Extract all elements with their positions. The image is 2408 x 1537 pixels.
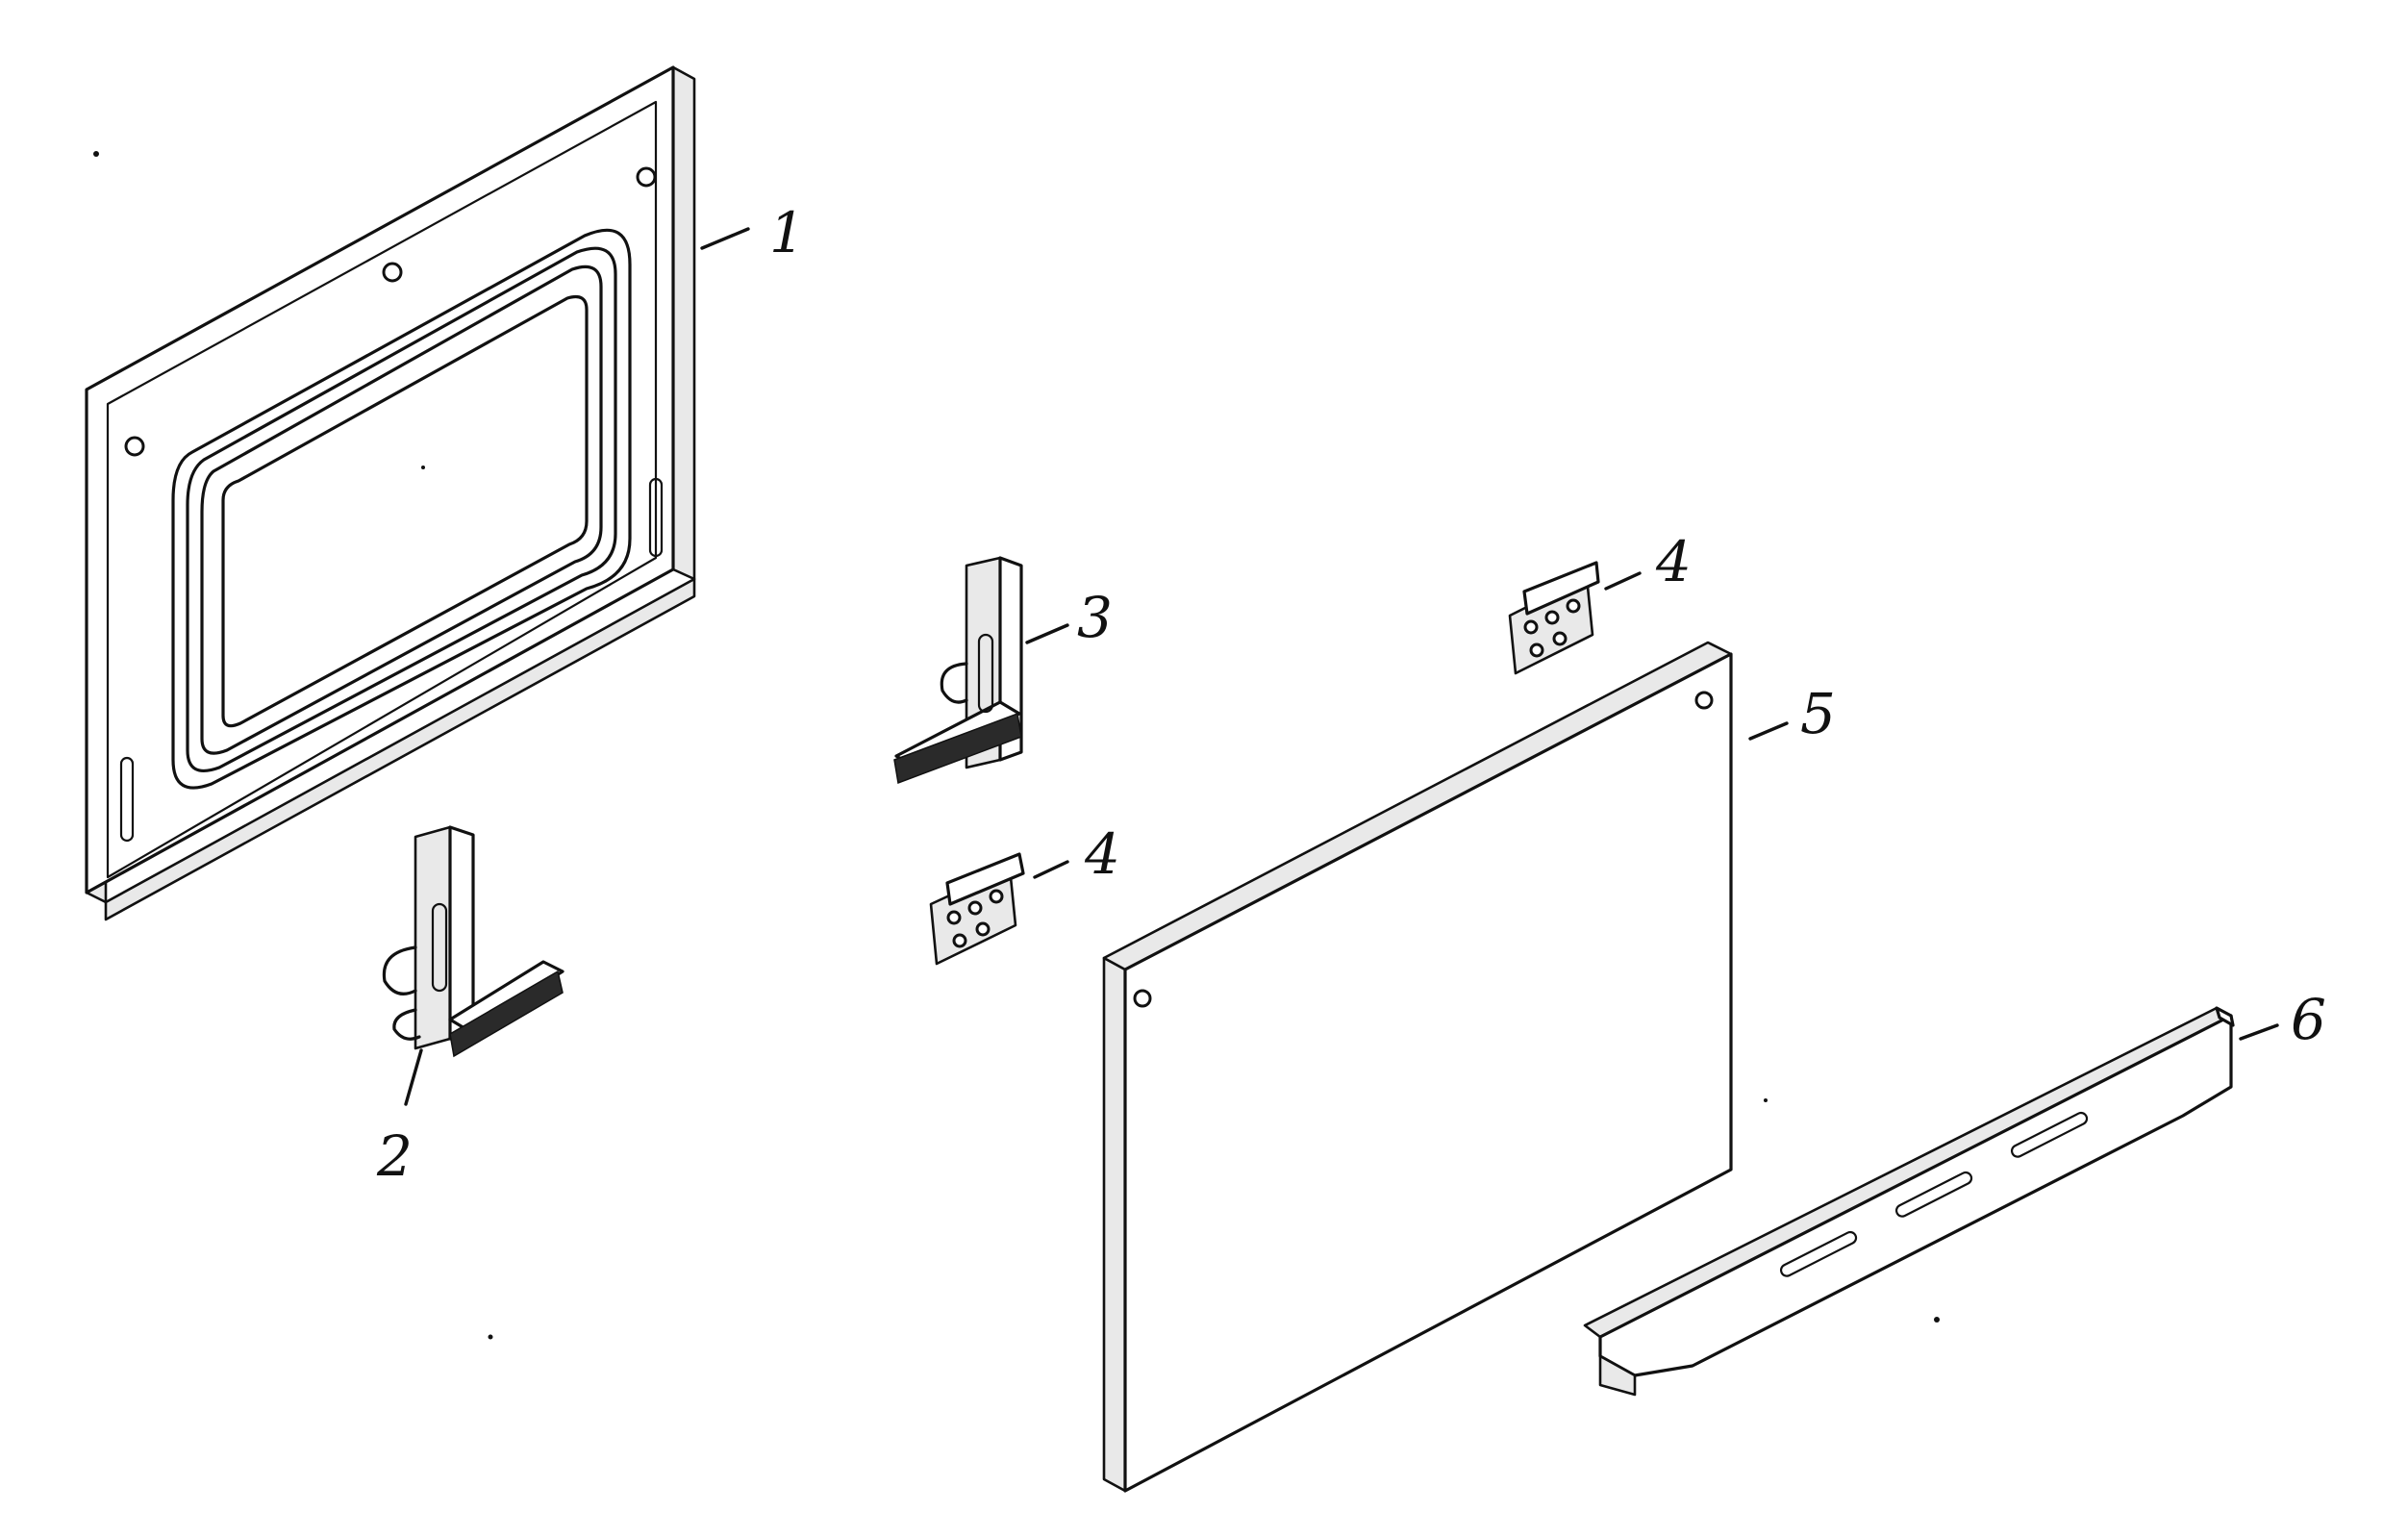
- callout-label-4b: 4: [1084, 821, 1120, 887]
- inner-door-panel-icon: [85, 65, 696, 921]
- callout-label-1: 1: [769, 200, 805, 265]
- callout-label-3: 3: [1077, 585, 1113, 650]
- right-hinge-icon: [893, 556, 1023, 785]
- callout-label-5: 5: [1800, 681, 1836, 746]
- hinge-bracket-icon: [929, 852, 1025, 966]
- callout-label-2: 2: [376, 1123, 413, 1189]
- hinge-bracket-icon: [1508, 561, 1600, 675]
- door-handle-strip-icon: [1583, 1006, 2235, 1397]
- callout-label-6: 6: [2291, 987, 2326, 1052]
- callout-label-4a: 4: [1655, 529, 1692, 594]
- outer-door-glass-icon: [1102, 641, 1733, 1493]
- left-hinge-icon: [382, 825, 564, 1058]
